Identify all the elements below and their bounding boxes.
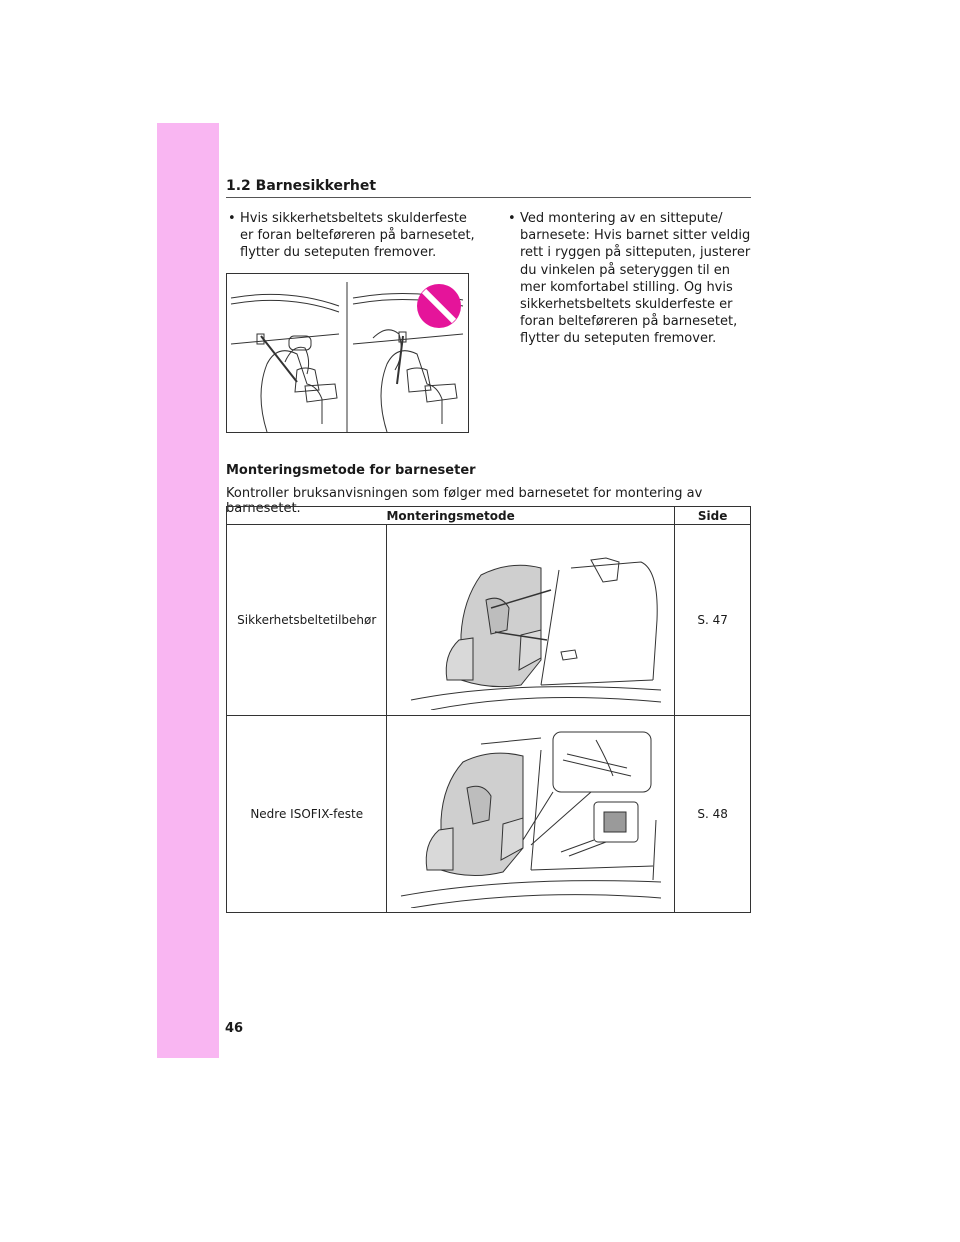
right-column: • Ved montering av en sittepute/ barnese… bbox=[508, 210, 753, 348]
left-column: • Hvis sikkerhetsbeltets skulderfeste er… bbox=[228, 210, 478, 262]
bullet-glyph: • bbox=[508, 211, 516, 226]
column-header-page: Side bbox=[674, 506, 751, 525]
bullet-glyph: • bbox=[228, 211, 236, 226]
table-row: Nedre ISOFIX-feste bbox=[225, 715, 751, 913]
method-name: Sikkerhetsbeltetilbehør bbox=[225, 524, 388, 716]
method-name: Nedre ISOFIX-feste bbox=[225, 715, 388, 913]
seat-position-illustration bbox=[226, 273, 469, 433]
column-header-method: Monteringsmetode bbox=[225, 506, 676, 525]
side-tab-band bbox=[157, 123, 219, 1058]
page-number: 46 bbox=[225, 1021, 244, 1036]
seat-belt-install-illustration bbox=[386, 524, 676, 716]
section-header: 1.2 Barnesikkerhet bbox=[226, 178, 751, 198]
bullet-text: Ved montering av en sittepute/ barnesete… bbox=[520, 211, 751, 347]
seat-belt-install-drawing bbox=[410, 557, 661, 710]
list-item: • Ved montering av en sittepute/ barnese… bbox=[508, 210, 753, 348]
table-header-row: Monteringsmetode Side bbox=[225, 506, 751, 525]
seat-position-drawing bbox=[230, 282, 464, 432]
table-row: Sikkerhetsbeltetilbehør bbox=[225, 524, 751, 716]
page-reference: S. 47 bbox=[674, 524, 751, 716]
page-reference: S. 48 bbox=[674, 715, 751, 913]
isofix-install-drawing bbox=[400, 731, 661, 908]
isofix-install-illustration bbox=[386, 715, 676, 913]
list-item: • Hvis sikkerhetsbeltets skulderfeste er… bbox=[228, 210, 478, 262]
no-entry-icon bbox=[417, 284, 461, 328]
mounting-method-table: Monteringsmetode Side Sikkerhetsbeltetil… bbox=[225, 506, 751, 913]
bullet-text: Hvis sikkerhetsbeltets skulderfeste er f… bbox=[240, 211, 475, 261]
mounting-heading: Monteringsmetode for barneseter bbox=[226, 463, 476, 478]
